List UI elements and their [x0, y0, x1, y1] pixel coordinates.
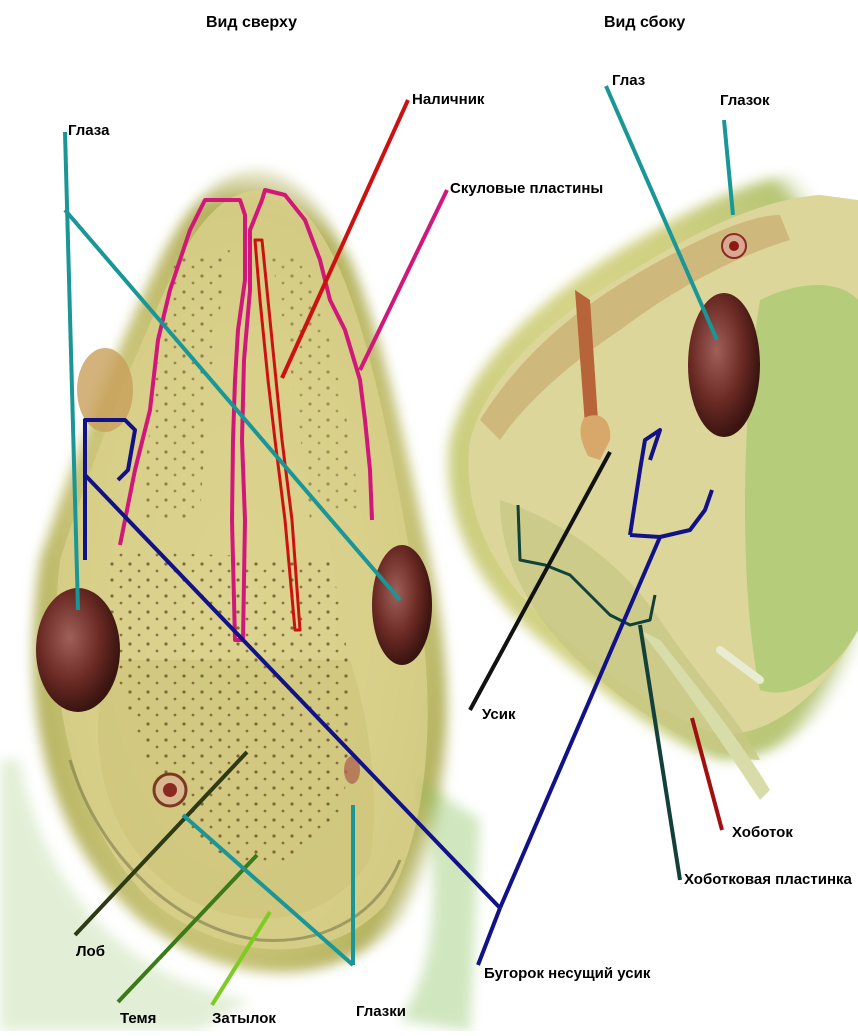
label-clypeus: Наличник — [412, 92, 484, 107]
label-proboscis-plate: Хоботковая пластинка — [684, 872, 852, 887]
label-ocelli: Глазки — [356, 1004, 406, 1019]
leader-cheek-plates — [360, 190, 447, 370]
label-occiput: Затылок — [212, 1011, 276, 1026]
title-side-view: Вид сбоку — [604, 15, 685, 31]
label-frons: Лоб — [76, 944, 105, 959]
label-vertex: Темя — [120, 1011, 156, 1026]
label-eyes: Глаза — [68, 123, 109, 138]
right-compound-eye — [372, 545, 432, 665]
side-compound-eye — [688, 293, 760, 437]
title-top-view: Вид сверху — [206, 15, 297, 31]
top-view-head — [0, 170, 480, 1031]
label-cheek-plates: Скуловые пластины — [450, 181, 603, 196]
label-antennal-tubercle: Бугорок несущий усик — [484, 966, 650, 981]
leader-tubercle-stem — [478, 908, 500, 965]
label-proboscis: Хоботок — [732, 825, 793, 840]
label-eye: Глаз — [612, 73, 645, 88]
label-ocellus: Глазок — [720, 93, 770, 108]
label-antenna: Усик — [482, 707, 515, 722]
